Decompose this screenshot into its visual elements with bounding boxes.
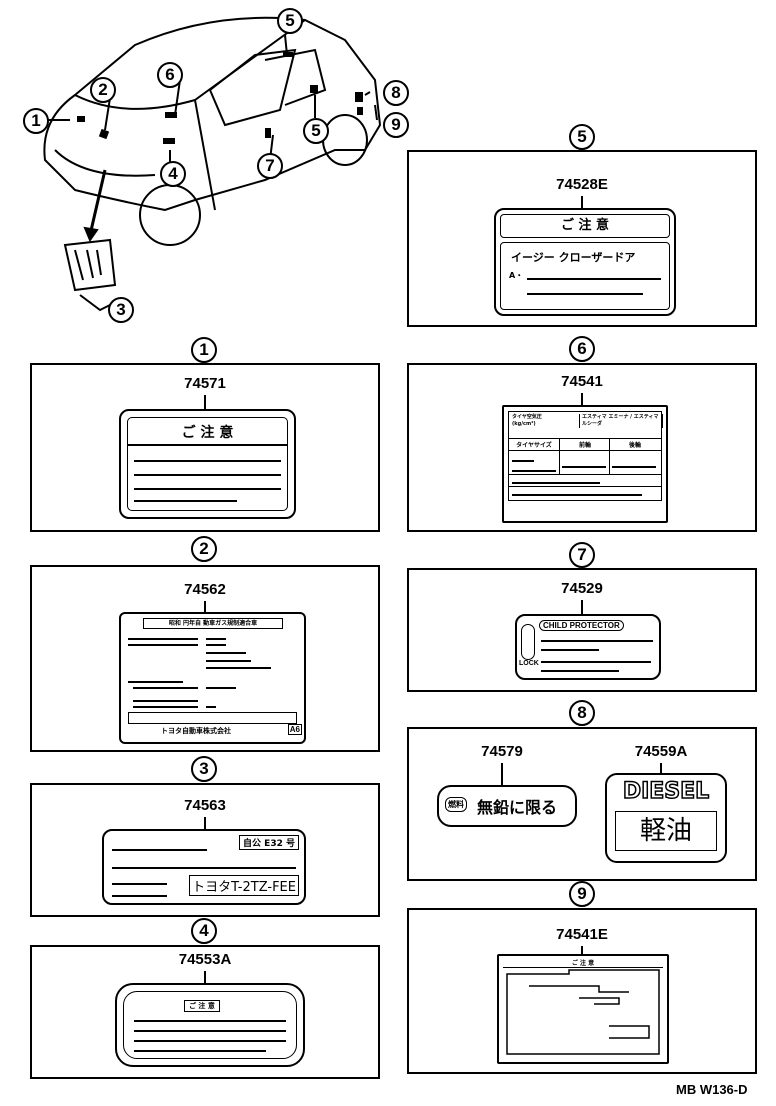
label-header: ご 注 意	[181, 425, 234, 441]
label-header: ご 注 意	[500, 214, 670, 238]
fuel-prefix: 燃料	[445, 797, 467, 812]
col-front: 前輪	[578, 442, 591, 449]
label-header: ご 注 意	[503, 958, 663, 968]
badge: A6	[287, 724, 302, 735]
label-body-outline	[506, 969, 660, 1055]
section-8-panel: 74579 燃料 無鉛に限る 74559A DIESEL 軽油	[407, 727, 757, 881]
part-number: 74528E	[556, 176, 608, 193]
label-title: CHILD PROTECTOR	[539, 620, 624, 631]
section-1-panel: 74571 ご 注 意	[30, 363, 380, 532]
col-rear: 後輪	[628, 442, 641, 449]
label-74528E: ご 注 意 イージー クローザードア A・	[494, 208, 676, 316]
part-number-74559A: 74559A	[634, 743, 688, 760]
callout-7: 7	[257, 153, 283, 179]
header-right: エスティマ エミーナ / エスティマ ルシーダ	[579, 414, 663, 428]
field-prefix: A・	[509, 271, 524, 280]
vehicle-illustration: 1 2 3 4 5 5 6 7 8 9	[15, 0, 409, 330]
label-74562: 昭和 円年自 動車ガス規制適合車 トヨタ自動車株式会社 A6	[119, 612, 306, 744]
callout-4: 4	[160, 161, 186, 187]
section-callout-3: 3	[191, 756, 217, 782]
diagram-code: MB W136-D	[676, 1082, 748, 1097]
part-number: 74541	[561, 373, 603, 390]
section-callout-5: 5	[569, 124, 595, 150]
callout-2: 2	[90, 77, 116, 103]
part-number: 74562	[184, 581, 226, 598]
section-6-panel: 74541 タイヤ空気圧 (kg/cm²) エスティマ エミーナ / エスティマ…	[407, 363, 757, 532]
part-number: 74571	[184, 375, 226, 392]
part-number: 74529	[561, 580, 603, 597]
section-callout-7: 7	[569, 542, 595, 568]
part-number-74579: 74579	[481, 743, 523, 760]
section-3-panel: 74563 自公 E32 号 トヨタT-2TZ-FEE	[30, 783, 380, 917]
section-4-panel: 74553A ご 注 意	[30, 945, 380, 1079]
section-callout-8: 8	[569, 700, 595, 726]
section-5-panel: 74528E ご 注 意 イージー クローザードア A・	[407, 150, 757, 327]
part-number: 74563	[184, 797, 226, 814]
light-oil-text: 軽油	[615, 811, 717, 851]
label-74541E: ご 注 意	[497, 954, 669, 1064]
header-left: タイヤ空気圧 (kg/cm²)	[512, 414, 542, 427]
section-callout-2: 2	[191, 536, 217, 562]
label-74579: 燃料 無鉛に限る	[437, 785, 577, 827]
callout-6: 6	[157, 62, 183, 88]
label-74553A: ご 注 意	[115, 983, 305, 1067]
callout-1: 1	[23, 108, 49, 134]
label-header: 昭和 円年自 動車ガス規制適合車	[143, 618, 283, 629]
engine-code: トヨタT-2TZ-FEE	[189, 875, 299, 896]
label-body: イージー クローザードア	[511, 251, 636, 264]
label-74559A: DIESEL 軽油	[605, 773, 727, 863]
section-callout-6: 6	[569, 336, 595, 362]
col-tire-size: タイヤサイズ	[516, 442, 552, 449]
label-74541: タイヤ空気圧 (kg/cm²) エスティマ エミーナ / エスティマ ルシーダ …	[502, 405, 668, 523]
section-callout-9: 9	[569, 881, 595, 907]
lock-label: LOCK	[519, 660, 539, 667]
callout-8: 8	[383, 80, 409, 106]
diesel-text: DIESEL	[622, 778, 710, 805]
unleaded-only-text: 無鉛に限る	[477, 798, 558, 817]
label-header: ご 注 意	[184, 1000, 220, 1012]
tag: 自公 E32 号	[239, 835, 299, 850]
callout-3: 3	[108, 297, 134, 323]
callout-9: 9	[383, 112, 409, 138]
manufacturer-name: トヨタ自動車株式会社	[161, 727, 231, 735]
section-2-panel: 74562 昭和 円年自 動車ガス規制適合車 トヨタ自動車株式会社 A6	[30, 565, 380, 752]
section-9-panel: 74541E ご 注 意	[407, 908, 757, 1074]
vehicle-outline	[40, 16, 382, 312]
part-number: 74541E	[556, 926, 608, 943]
label-74563: 自公 E32 号 トヨタT-2TZ-FEE	[102, 829, 306, 905]
callout-5-side: 5	[303, 118, 329, 144]
label-74529: CHILD PROTECTOR LOCK	[515, 614, 661, 680]
label-74571: ご 注 意	[119, 409, 296, 519]
section-callout-4: 4	[191, 918, 217, 944]
section-7-panel: 74529 CHILD PROTECTOR LOCK	[407, 568, 757, 692]
callout-5-top: 5	[277, 8, 303, 34]
section-callout-1: 1	[191, 337, 217, 363]
part-number: 74553A	[178, 951, 232, 968]
